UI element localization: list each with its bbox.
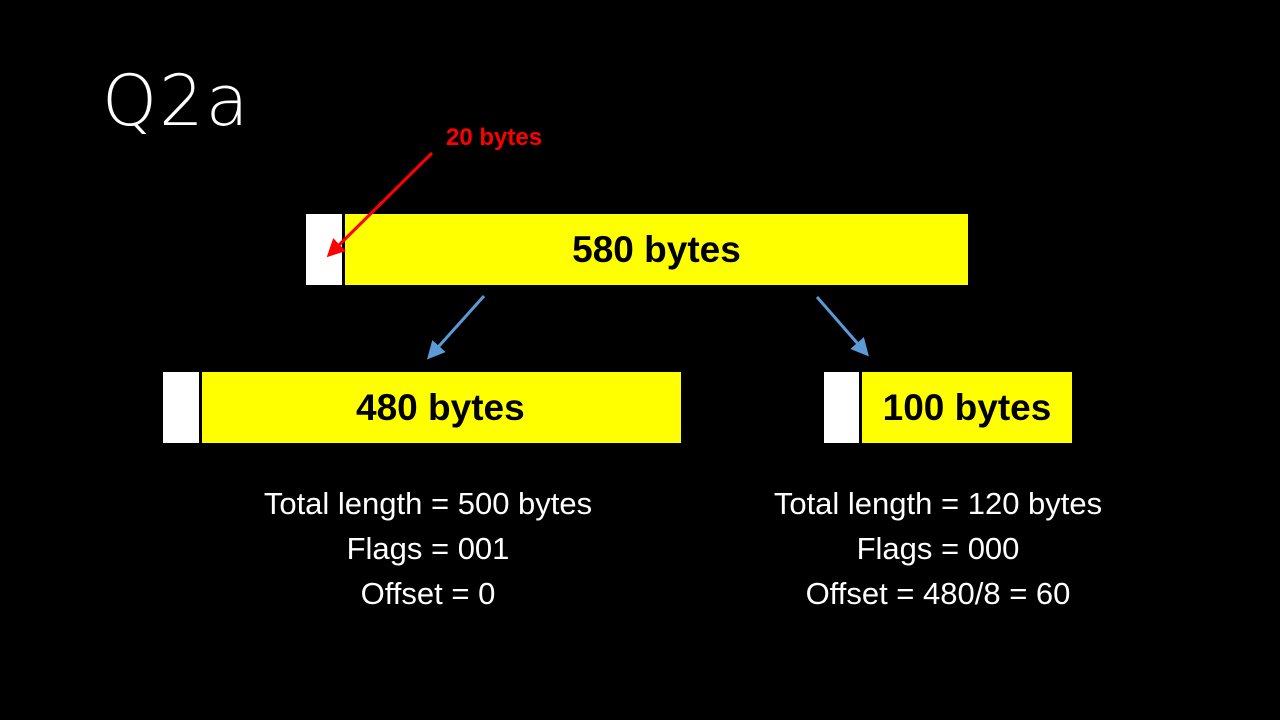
fragment-1-payload-label: 480 bytes [356,386,525,428]
fragment-1-arrow [426,294,486,360]
fragment-1-flags: Flags = 001 [346,531,510,566]
fragment-1-info: Total length = 500 bytes Flags = 001 Off… [228,481,628,616]
fragment-2-payload-label: 100 bytes [882,386,1052,428]
original-payload-label: 580 bytes [572,228,741,270]
fragment-2-info: Total length = 120 bytes Flags = 000 Off… [738,481,1138,616]
fragment-2-header-separator [859,372,862,443]
header-pointer-arrow [326,151,434,258]
fragment-2-offset: Offset = 480/8 = 60 [805,576,1071,611]
header-size-label: 20 bytes [446,124,543,151]
fragment-2-header-box [824,372,860,443]
fragment-1-total-length: Total length = 500 bytes [263,486,593,521]
fragment-1-payload-box: 480 bytes [202,372,681,443]
fragment-1-header-box [163,372,200,443]
original-payload-box: 580 bytes [345,214,968,285]
fragment-1-offset: Offset = 0 [360,576,496,611]
fragment-2-flags: Flags = 000 [856,531,1020,566]
slide-title: Q2a [102,60,251,142]
fragment-2-payload-box: 100 bytes [862,372,1072,443]
fragment-1-header-separator [199,372,202,443]
fragment-2-total-length: Total length = 120 bytes [773,486,1103,521]
fragment-2-arrow [815,296,869,357]
